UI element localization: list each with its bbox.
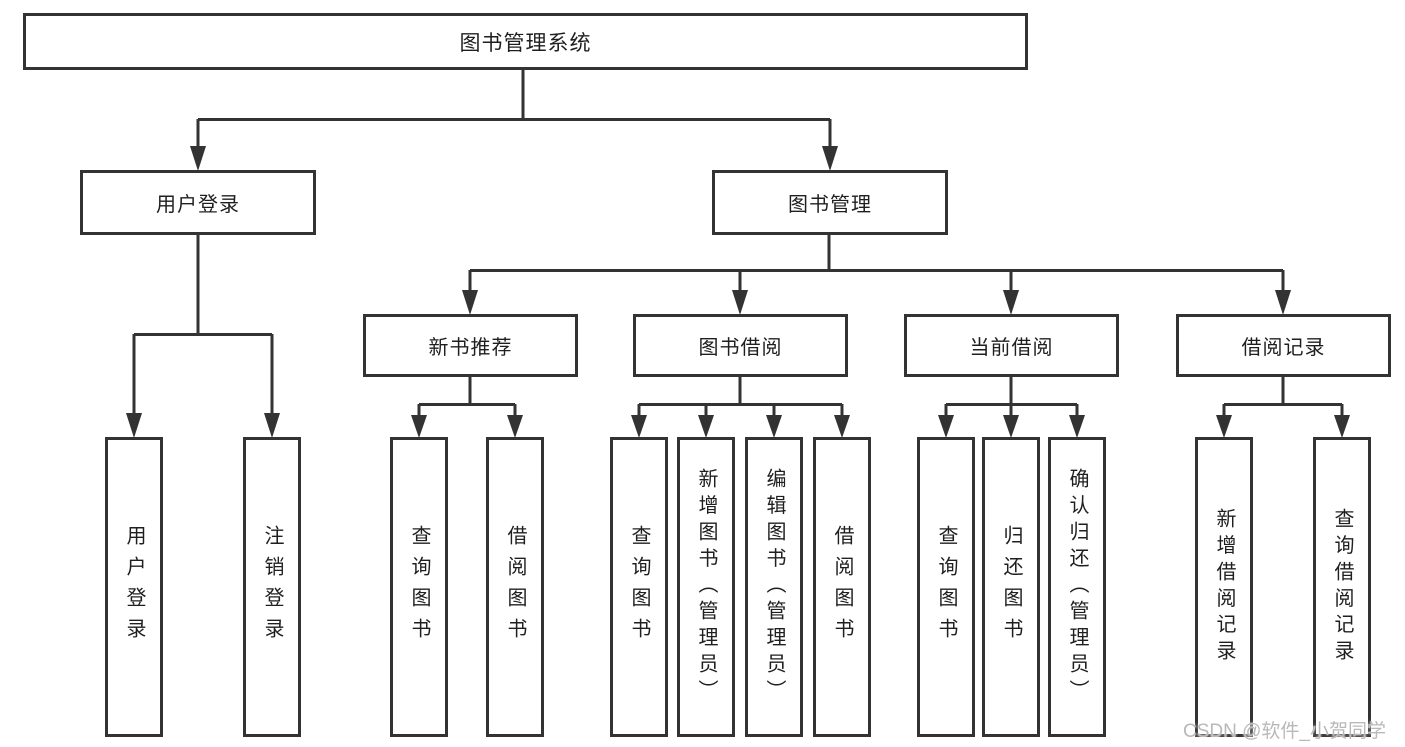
node-borrowing-records: 借阅记录 bbox=[1176, 314, 1391, 377]
node-label: 用户登录 bbox=[123, 525, 145, 649]
node-label: 注销登录 bbox=[261, 525, 283, 649]
node-label: 确认归还（管理员） bbox=[1066, 468, 1088, 706]
node-label: 查询图书 bbox=[408, 525, 430, 649]
leaf-add-books-admin: 新增图书（管理员） bbox=[677, 437, 735, 737]
node-label: 借阅图书 bbox=[504, 525, 526, 649]
node-user-login: 用户登录 bbox=[80, 170, 316, 235]
node-label: 新增图书（管理员） bbox=[695, 468, 717, 706]
leaf-logout: 注销登录 bbox=[243, 437, 301, 737]
leaf-query-books-current: 查询图书 bbox=[917, 437, 975, 737]
node-label: 查询借阅记录 bbox=[1331, 507, 1353, 667]
node-current-borrowing: 当前借阅 bbox=[904, 314, 1119, 377]
node-label: 图书管理 bbox=[788, 194, 872, 216]
node-label: 图书管理系统 bbox=[459, 31, 592, 55]
leaf-query-books-borrow: 查询图书 bbox=[610, 437, 668, 737]
node-label: 借阅记录 bbox=[1241, 337, 1326, 359]
leaf-borrow-books: 借阅图书 bbox=[813, 437, 871, 737]
leaf-query-books-recommend: 查询图书 bbox=[390, 437, 448, 737]
node-library-management-system: 图书管理系统 bbox=[23, 13, 1028, 70]
node-label: 归还图书 bbox=[1000, 525, 1022, 649]
node-label: 查询图书 bbox=[628, 525, 650, 649]
node-label: 用户登录 bbox=[156, 194, 240, 216]
leaf-return-books: 归还图书 bbox=[982, 437, 1040, 737]
leaf-query-borrow-record: 查询借阅记录 bbox=[1313, 437, 1371, 737]
node-label: 新书推荐 bbox=[428, 337, 513, 359]
leaf-confirm-return-admin: 确认归还（管理员） bbox=[1048, 437, 1106, 737]
node-label: 编辑图书（管理员） bbox=[763, 468, 785, 706]
leaf-add-borrow-record: 新增借阅记录 bbox=[1195, 437, 1253, 737]
node-label: 当前借阅 bbox=[969, 337, 1054, 359]
node-label: 图书借阅 bbox=[698, 337, 783, 359]
leaf-borrow-books-recommend: 借阅图书 bbox=[486, 437, 544, 737]
node-book-management: 图书管理 bbox=[712, 170, 948, 235]
node-label: 查询图书 bbox=[935, 525, 957, 649]
leaf-user-login: 用户登录 bbox=[105, 437, 163, 737]
arrowheads bbox=[126, 146, 1350, 438]
node-label: 新增借阅记录 bbox=[1213, 507, 1235, 667]
node-book-borrowing: 图书借阅 bbox=[633, 314, 848, 377]
csdn-watermark: CSDN @软件_小贺同学 bbox=[1183, 721, 1386, 742]
node-label: 借阅图书 bbox=[831, 525, 853, 649]
node-new-book-recommend: 新书推荐 bbox=[363, 314, 578, 377]
leaf-edit-books-admin: 编辑图书（管理员） bbox=[745, 437, 803, 737]
